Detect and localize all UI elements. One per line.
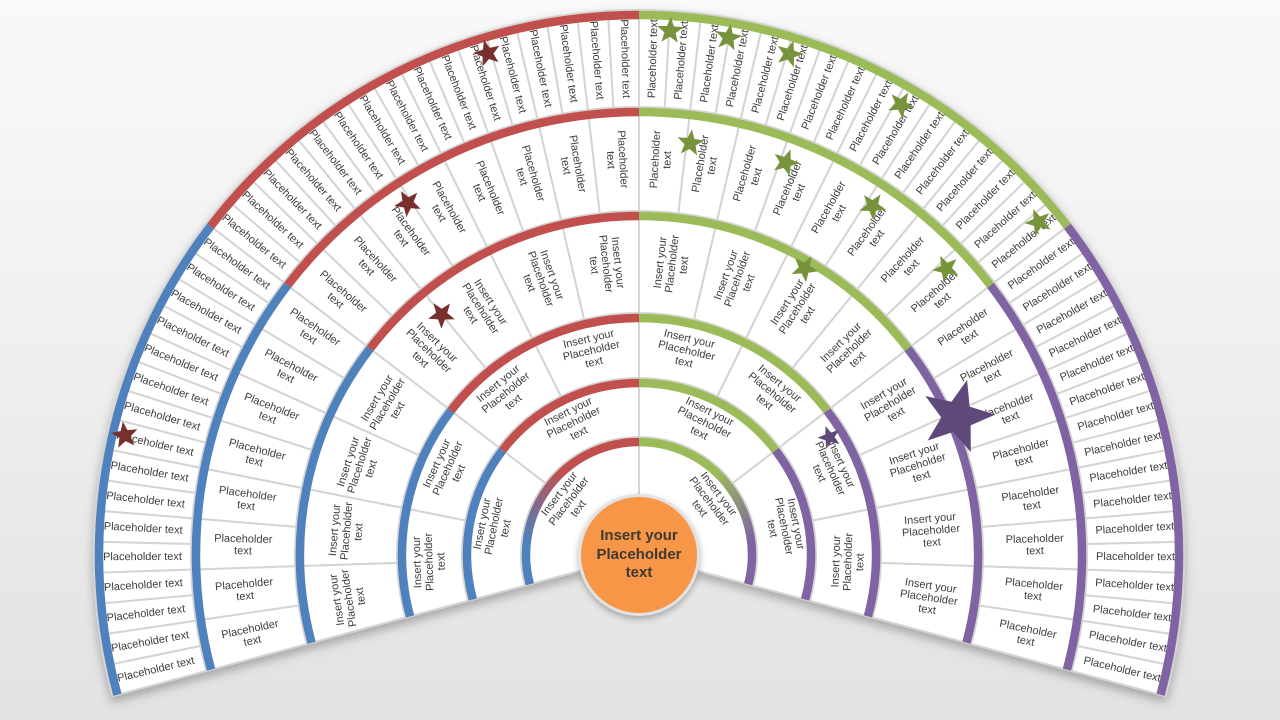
star-icon	[657, 16, 684, 43]
ring-border-arc	[638, 211, 912, 352]
star-icon	[777, 40, 804, 68]
star-icon	[716, 23, 743, 51]
fan-star-layer	[110, 16, 1051, 453]
star-icon	[677, 129, 705, 156]
segment-label: Insert yourPlaceholdertext	[327, 500, 368, 561]
ring-border-arc	[1064, 223, 1184, 696]
ring-border-arc	[284, 107, 640, 288]
fan-base-layer	[93, 8, 1185, 698]
segment-label: Placeholdertext	[215, 576, 275, 605]
center-node: Insert your Placeholder text	[578, 494, 700, 616]
star-icon	[394, 191, 421, 218]
star-icon	[925, 379, 996, 453]
segment-label: Placeholder text	[103, 551, 182, 563]
ring-border-arc	[638, 10, 1071, 229]
segment-label: Placeholder text	[1096, 551, 1175, 563]
star-icon	[110, 421, 138, 448]
star-icon	[791, 256, 819, 283]
star-icon	[817, 426, 840, 449]
ring-border-arc	[207, 10, 640, 229]
center-label: Insert your Placeholder text	[596, 526, 682, 582]
ring1-gradient-arc	[638, 437, 757, 586]
segment-label: Placeholder text	[618, 19, 632, 98]
segment-label: Insert yourPlaceholdertext	[411, 532, 449, 592]
star-icon	[859, 194, 887, 220]
segment-label: Placeholdertext	[214, 533, 273, 558]
ring-border-arc	[823, 408, 881, 618]
ring-border-arc	[462, 447, 506, 601]
ring-border-arc	[904, 346, 983, 644]
segment-label: Placeholdertext	[648, 130, 675, 190]
segment-label: Placeholdertext	[1006, 533, 1065, 558]
star-icon	[774, 149, 800, 176]
star-icon	[428, 303, 455, 329]
segment-label: Placeholder text	[1095, 521, 1174, 537]
star-icon	[888, 92, 915, 119]
star-icon	[1024, 209, 1051, 236]
segment-label: Placeholder text	[104, 577, 183, 594]
segment-label: Placeholder text	[1095, 577, 1174, 594]
segment-label: Placeholder text	[646, 19, 660, 98]
ring-border-arc	[295, 346, 374, 644]
ring-border-arc	[397, 408, 455, 618]
segment-label: Placeholdertext	[603, 130, 630, 190]
ring-border-arc	[366, 211, 640, 352]
ring-border-arc	[94, 223, 214, 696]
ring-border-arc	[499, 378, 640, 453]
segment-label: Insert yourPlaceholdertext	[901, 511, 962, 552]
ring-border-arc	[772, 447, 816, 601]
ring-border-arc	[447, 313, 640, 414]
ring-border-arc	[987, 282, 1087, 671]
segment-label: Placeholdertext	[1003, 576, 1063, 605]
ring-border-arc	[638, 313, 831, 414]
star-icon	[932, 255, 959, 283]
segment-label: Insert yourPlaceholdertext	[829, 532, 867, 592]
ring-border-arc	[638, 378, 779, 453]
ring1-gradient-arc	[521, 437, 640, 586]
segment-label: Insert yourPlaceholdertext	[327, 566, 371, 629]
star-icon	[473, 39, 500, 67]
segment-label: Placeholder text	[103, 521, 182, 537]
ring-border-arc	[191, 282, 291, 671]
fan-segment	[104, 644, 208, 698]
ring-border-arc	[638, 107, 994, 288]
